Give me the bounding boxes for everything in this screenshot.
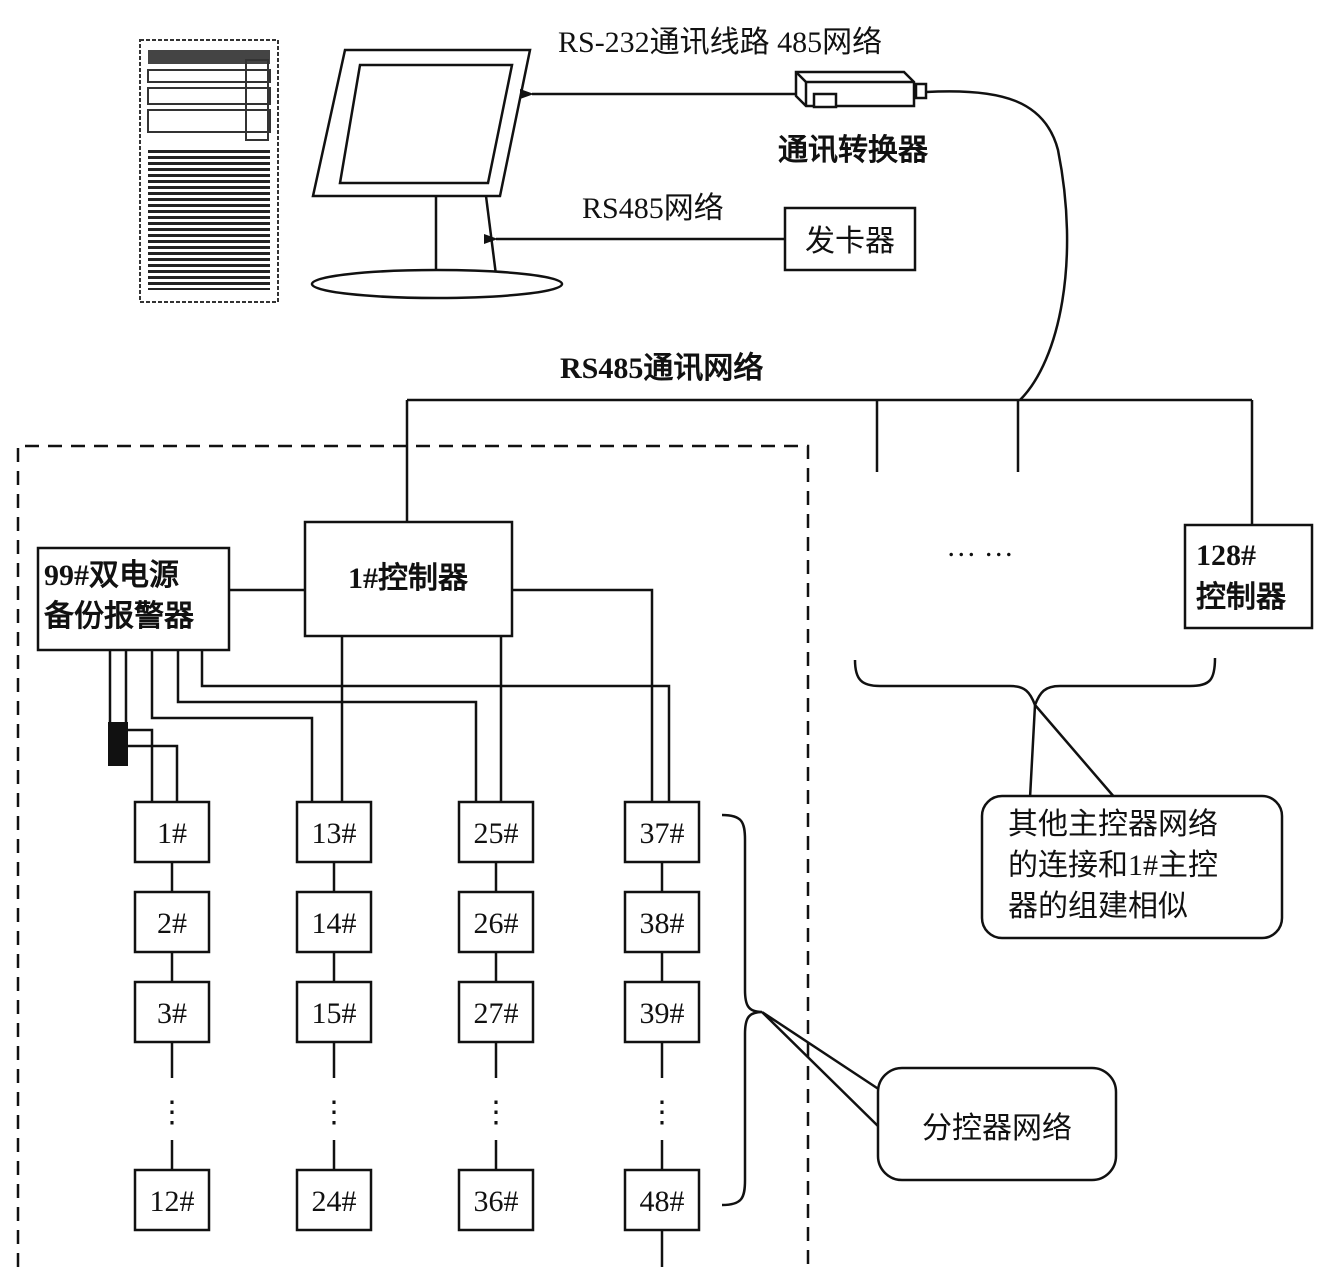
card-issuer-box [783, 206, 917, 272]
sub-controller-box [623, 890, 701, 954]
sub-controller-box [457, 980, 535, 1044]
alarm-box [36, 546, 231, 652]
other-note-pointer [1028, 704, 1116, 799]
controller-128-label-line2: 控制器 [1196, 581, 1287, 614]
sub-network-brace [721, 813, 763, 1207]
sub-controller-label: 1# [157, 817, 187, 850]
sub-controller-box [295, 980, 373, 1044]
communication-converter-icon [794, 70, 928, 109]
sub-controller-label: 3# [157, 997, 187, 1030]
other-note-line1: 其他主控器网络 [1008, 808, 1218, 841]
sub-controller-label: 39# [640, 997, 685, 1030]
sub-controller-box [457, 800, 535, 864]
sub-controller-label: 48# [640, 1185, 685, 1218]
rs485-network-label: RS485网络 [582, 192, 724, 225]
converter-label: 通讯转换器 [778, 134, 929, 167]
alarm-label-line1: 99#双电源 [44, 559, 179, 592]
rs485-bus [405, 398, 1254, 525]
rs232-label: RS-232通讯线路 485网络 [558, 26, 882, 59]
sub-controller-box [133, 800, 211, 864]
sub-controller-label: 25# [474, 817, 519, 850]
alarm-label-line2: 备份报警器 [44, 599, 195, 633]
sub-controller-box [457, 890, 535, 954]
branch-wiring [108, 588, 671, 802]
vertical-ellipsis: ⋮ [481, 1096, 511, 1129]
sub-controller-box [133, 980, 211, 1044]
sub-controller-label: 2# [157, 907, 187, 940]
sub-controller-box [623, 980, 701, 1044]
sub-controller-label: 36# [474, 1185, 519, 1218]
monitor-icon [310, 48, 564, 300]
sub-controller-box [295, 1168, 373, 1232]
sub-controller-label: 24# [312, 1185, 357, 1218]
controller-1-box [303, 520, 514, 638]
sub-controller-box [295, 800, 373, 864]
other-note-callout [980, 794, 1284, 940]
sub-controller-label: 13# [312, 817, 357, 850]
sub-controller-label: 14# [312, 907, 357, 940]
card-issuer-label: 发卡器 [805, 225, 895, 258]
sub-controller-label: 15# [312, 997, 357, 1030]
sub-network-pointer [761, 1010, 883, 1131]
vertical-ellipsis: ⋮ [647, 1096, 677, 1129]
sub-controller-box [133, 1168, 211, 1232]
controllers-brace [853, 657, 1217, 709]
sub-network-callout [876, 1066, 1118, 1182]
controller-128-label-line1: 128# [1196, 539, 1256, 572]
sub-controller-box [623, 1168, 701, 1232]
other-note-line2: 的连接和1#主控 [1008, 849, 1218, 882]
converter-cable [925, 90, 1069, 401]
sub-controller-label: 27# [474, 997, 519, 1030]
controller-128-box [1183, 523, 1314, 630]
other-note-line3: 器的组建相似 [1008, 890, 1188, 923]
sub-controller-label: 12# [150, 1185, 195, 1218]
other-controllers-ellipsis: … … [946, 530, 1014, 563]
sub-controller-box [133, 890, 211, 954]
vertical-ellipsis: ⋮ [157, 1096, 187, 1129]
sub-controller-label: 26# [474, 907, 519, 940]
sub-controller-box [623, 800, 701, 864]
sub-controller-label: 38# [640, 907, 685, 940]
sub-controller-box [295, 890, 373, 954]
computer-tower-icon [139, 39, 279, 303]
controller-1-label: 1#控制器 [348, 562, 469, 595]
vertical-ellipsis: ⋮ [319, 1096, 349, 1129]
sub-network-label: 分控器网络 [922, 1112, 1072, 1145]
sub-controller-label: 37# [640, 817, 685, 850]
sub-controller-columns: ⋮ 1# 2# 3# 12# ⋮ 13# 14# 15# 24# ⋮ 25# 26# 27# 36# ⋮ 37#… [133, 800, 701, 1267]
rs485-bus-label: RS485通讯网络 [560, 351, 763, 385]
sub-controller-box [457, 1168, 535, 1232]
